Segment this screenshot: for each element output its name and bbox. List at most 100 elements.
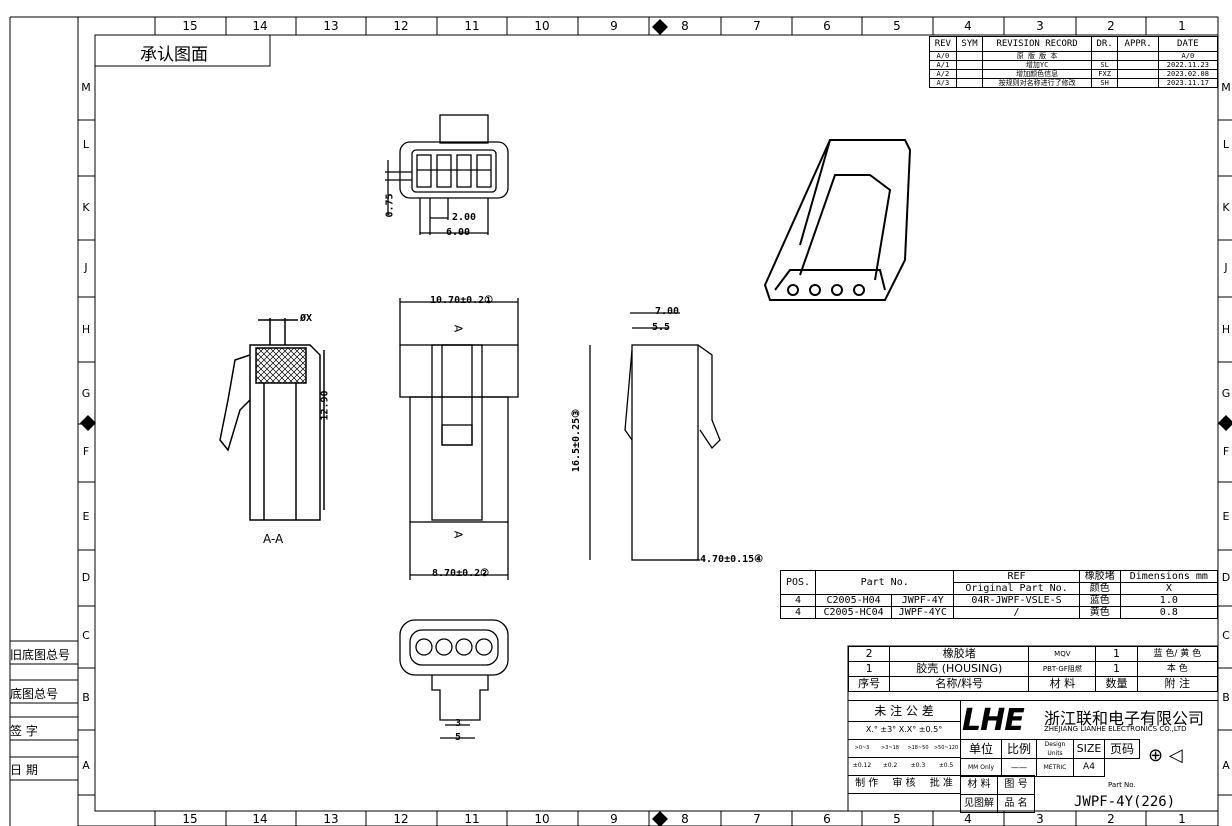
- dim-ox: ØX: [300, 313, 313, 324]
- dim-075: 0.75: [384, 193, 396, 218]
- row-label: C: [1222, 629, 1230, 642]
- column-label: 2: [1107, 812, 1115, 826]
- column-label: 10: [534, 19, 550, 33]
- row-label: J: [1224, 261, 1228, 274]
- size-label: SIZE: [1073, 739, 1105, 759]
- dim-1070: 10.70±0.2①: [430, 295, 494, 306]
- page-label: 页码: [1104, 739, 1140, 759]
- row-label: D: [81, 571, 91, 584]
- parts-header: POS.: [780, 570, 816, 595]
- parts-header: 橡胶堵: [1078, 570, 1121, 583]
- column-label: 8: [681, 812, 689, 826]
- design-units: Design Units: [1036, 739, 1074, 759]
- dim-470: 4.70±0.15④: [700, 554, 764, 565]
- iso-view: [763, 139, 912, 301]
- bom-header-row: 序号名称/料号材 料数量附 注: [847, 676, 1219, 692]
- scale-label: 比例: [1001, 739, 1037, 759]
- part-number: JWPF-4Y(226): [1074, 794, 1176, 810]
- row-label: H: [1221, 323, 1231, 336]
- row-label: G: [1221, 387, 1231, 400]
- row-label: B: [82, 691, 90, 704]
- see-label: 见图解: [960, 794, 998, 813]
- section-arrow-top: A: [451, 324, 465, 333]
- column-label: 1: [1178, 812, 1186, 826]
- column-label: 14: [252, 19, 268, 33]
- tolerance-line: X.° ±3° X.X° ±0.5°: [848, 721, 961, 740]
- row-label: K: [82, 201, 90, 214]
- rev-header: DR.: [1090, 36, 1119, 52]
- rev-header: REVISION RECORD: [982, 36, 1092, 52]
- rev-header: REV: [929, 36, 957, 52]
- material-label: 材 料: [960, 775, 998, 795]
- section-arrow-bottom: A: [451, 530, 465, 539]
- center-mark-bottom: [652, 811, 668, 826]
- column-label: 5: [893, 19, 901, 33]
- drawing-no-label: 图 号: [997, 775, 1035, 795]
- column-label: 13: [323, 19, 339, 33]
- part-no-label: Part No.: [1108, 781, 1136, 789]
- column-label: 7: [753, 19, 761, 33]
- tolerance-values: ±0.12 ±0.2 ±0.3 ±0.5: [848, 757, 961, 776]
- parts-subheader: 颜色: [1078, 582, 1121, 595]
- column-label: 6: [823, 812, 831, 826]
- side-view: [589, 312, 721, 561]
- column-label: 1: [1178, 19, 1186, 33]
- dim-55: 5.5: [652, 322, 671, 333]
- product-name-label: 品 名: [997, 794, 1035, 813]
- row-label: E: [82, 510, 90, 523]
- company-name-en: ZHEJIANG LIANHE ELECTRONICS CO.,LTD: [1044, 725, 1187, 733]
- column-label: 3: [1036, 19, 1044, 33]
- rev-header: APPR.: [1117, 36, 1159, 52]
- center-mark-top: [652, 19, 668, 35]
- row-label: G: [81, 387, 91, 400]
- column-label: 7: [753, 812, 761, 826]
- section-label: A-A: [263, 532, 284, 546]
- side-label-old-base: 旧底图总号: [10, 648, 71, 662]
- row-label: M: [81, 81, 91, 94]
- metric-value: METRIC: [1036, 758, 1074, 777]
- revision-table: REV SYM REVISION RECORD DR. APPR. DATE A…: [929, 36, 1219, 88]
- column-label: 10: [534, 812, 550, 826]
- row-label: J: [84, 261, 88, 274]
- row-label: L: [1222, 138, 1230, 151]
- title-block: 未 注 公 差 X.° ±3° X.X° ±0.5° >0~3 >3~18 >1…: [848, 700, 1218, 813]
- sheet-title: 承认图面: [140, 45, 208, 65]
- row-label: F: [1222, 445, 1230, 458]
- column-label: 6: [823, 19, 831, 33]
- side-label-date: 日 期: [10, 763, 38, 777]
- unit-label: 单位: [960, 739, 1002, 759]
- front-view: [399, 298, 519, 580]
- side-label-sign: 签 字: [10, 724, 38, 738]
- tolerance-ranges: >0~3 >3~18 >18~50 >50~120: [848, 739, 961, 758]
- dim-600: 6.00: [446, 227, 471, 238]
- tolerance-title: 未 注 公 差: [848, 701, 961, 722]
- center-mark-right: [1218, 415, 1232, 431]
- column-label: 3: [1036, 812, 1044, 826]
- column-label: 4: [964, 19, 972, 33]
- dim-200: 2.00: [452, 212, 477, 223]
- size-value: A4: [1073, 758, 1105, 777]
- projection-icon: ⊕ ◁: [1148, 745, 1183, 766]
- column-label: 15: [182, 19, 198, 33]
- column-label: 15: [182, 812, 198, 826]
- top-view: [385, 114, 509, 235]
- column-label: 5: [893, 812, 901, 826]
- column-label: 13: [323, 812, 339, 826]
- column-label: 4: [964, 812, 972, 826]
- column-label: 14: [252, 812, 268, 826]
- row-label: H: [81, 323, 91, 336]
- parts-header: REF: [953, 570, 1080, 583]
- column-label: 11: [464, 812, 480, 826]
- column-label: 12: [393, 19, 409, 33]
- company-logo: LHE: [962, 703, 1025, 738]
- column-label: 12: [393, 812, 409, 826]
